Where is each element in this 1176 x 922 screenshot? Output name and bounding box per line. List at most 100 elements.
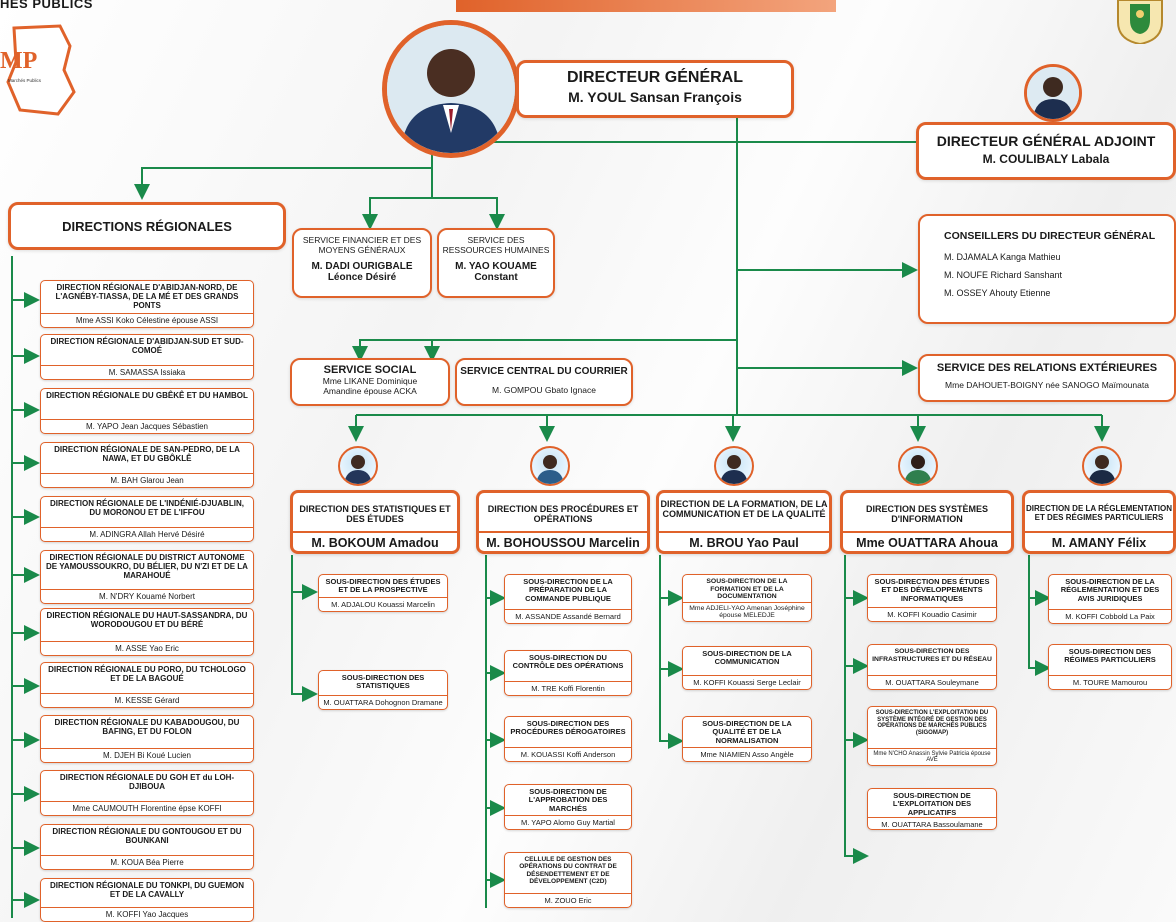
service-social-box: SERVICE SOCIAL Mme LIKANE Dominique Aman… xyxy=(290,358,450,406)
regional-direction-title: DIRECTION RÉGIONALE DU GOH ET du LOH-DJI… xyxy=(59,773,235,791)
service-relations-box: SERVICE DES RELATIONS EXTÉRIEURES Mme DA… xyxy=(918,354,1176,402)
dg-name: M. YOUL Sansan François xyxy=(568,89,742,105)
regional-direction-title: DIRECTION RÉGIONALE DE L'INDÉNIÉ-DJUABLI… xyxy=(50,499,244,517)
service-relations-name: Mme DAHOUET-BOIGNY née SANOGO Maïmounata xyxy=(945,380,1149,390)
regional-direction-head: M. ASSE Yao Eric xyxy=(41,641,253,655)
logo-subtext: Marchés Publics xyxy=(8,78,42,83)
regional-direction-item: DIRECTION RÉGIONALE D'ABIDJAN-SUD ET SUD… xyxy=(40,334,254,380)
regional-direction-head: Mme ASSI Koko Célestine épouse ASSI xyxy=(41,313,253,327)
service-rh-name-2: Constant xyxy=(474,272,518,284)
regional-direction-title: DIRECTION RÉGIONALE DU TONKPI, DU GUEMON… xyxy=(49,881,245,899)
dg-box: DIRECTEUR GÉNÉRAL M. YOUL Sansan Françoi… xyxy=(516,60,794,118)
conseillers-title: CONSEILLERS DU DIRECTEUR GÉNÉRAL xyxy=(944,230,1156,242)
service-financier-name-2: Léonce Désiré xyxy=(327,272,397,284)
regional-direction-head: M. SAMASSA Issiaka xyxy=(41,365,253,379)
direction-head: M. AMANY Félix xyxy=(1025,531,1173,553)
person-icon xyxy=(720,455,748,484)
regional-direction-item: DIRECTION RÉGIONALE DU PORO, DU TCHOLOGO… xyxy=(40,662,254,708)
regional-direction-title: DIRECTION RÉGIONALE D'ABIDJAN-SUD ET SUD… xyxy=(50,337,244,355)
regional-direction-head: M. KOFFI Yao Jacques xyxy=(41,907,253,921)
regional-direction-head: M. YAPO Jean Jacques Sébastien xyxy=(41,419,253,433)
dga-box: DIRECTEUR GÉNÉRAL ADJOINT M. COULIBALY L… xyxy=(916,122,1176,180)
regional-direction-item: DIRECTION RÉGIONALE D'ABIDJAN-NORD, DE L… xyxy=(40,280,254,328)
direction-reglementation-box: DIRECTION DE LA RÉGLEMENTATION ET DES RÉ… xyxy=(1022,490,1176,554)
logo-text: MP xyxy=(0,48,38,74)
sub-direction-title: CELLULE DE GESTION DES OPÉRATIONS DU CON… xyxy=(519,856,617,885)
sub-direction-item: SOUS-DIRECTION DES STATISTIQUES M. OUATT… xyxy=(318,670,448,710)
person-icon xyxy=(387,25,515,153)
direction-title: DIRECTION DE LA FORMATION, DE LA COMMUNI… xyxy=(660,499,828,520)
country-map-icon xyxy=(6,24,76,116)
sub-direction-title: SOUS-DIRECTION DES PROCÉDURES DÉROGATOIR… xyxy=(510,719,626,737)
sub-direction-item: SOUS-DIRECTION DES ÉTUDES ET DE LA PROSP… xyxy=(318,574,448,612)
director-2-avatar xyxy=(530,446,570,486)
regional-direction-title: DIRECTION RÉGIONALE DU GONTOUGOU ET DU B… xyxy=(52,827,242,845)
sub-direction-head: M. OUATTARA Souleymane xyxy=(868,675,996,689)
sub-direction-item: SOUS-DIRECTION DE LA QUALITÉ ET DE LA NO… xyxy=(682,716,812,762)
direction-title: DIRECTION DES STATISTIQUES ET DES ÉTUDES xyxy=(299,504,451,525)
service-financier-box: SERVICE FINANCIER ET DES MOYENS GÉNÉRAUX… xyxy=(292,228,432,298)
header-org-fragment: HES PUBLICS xyxy=(0,0,93,11)
directions-regionales-title: DIRECTIONS RÉGIONALES xyxy=(62,219,232,234)
regional-direction-item: DIRECTION RÉGIONALE DE SAN-PEDRO, DE LA … xyxy=(40,442,254,488)
regional-direction-item: DIRECTION RÉGIONALE DU TONKPI, DU GUEMON… xyxy=(40,878,254,922)
sub-direction-head: M. KOFFI Kouassi Serge Leclair xyxy=(683,675,811,689)
director-1-avatar xyxy=(338,446,378,486)
director-5-avatar xyxy=(1082,446,1122,486)
sub-direction-head: M. OUATTARA Bassoulamane xyxy=(868,817,996,831)
regional-direction-item: DIRECTION RÉGIONALE DU DISTRICT AUTONOME… xyxy=(40,550,254,604)
sub-direction-title: SOUS-DIRECTION DE L'APPROBATION DES MARC… xyxy=(528,787,608,813)
service-social-title: SERVICE SOCIAL xyxy=(323,364,417,376)
regional-direction-item: DIRECTION RÉGIONALE DU GONTOUGOU ET DU B… xyxy=(40,824,254,870)
director-4-avatar xyxy=(898,446,938,486)
service-rh-title: SERVICE DES RESSOURCES HUMAINES xyxy=(442,235,550,256)
coat-of-arms-icon xyxy=(1112,0,1168,46)
sub-direction-title: SOUS-DIRECTION DES STATISTIQUES xyxy=(341,673,425,691)
sub-direction-title: SOUS-DIRECTION DES RÉGIMES PARTICULIERS xyxy=(1064,647,1156,665)
sub-direction-title: SOUS-DIRECTION DES INFRASTRUCTURES ET DU… xyxy=(872,648,992,663)
regional-direction-head: M. KOUA Béa Pierre xyxy=(41,855,253,869)
sub-direction-item: SOUS-DIRECTION DES PROCÉDURES DÉROGATOIR… xyxy=(504,716,632,762)
service-financier-title: SERVICE FINANCIER ET DES MOYENS GÉNÉRAUX xyxy=(302,235,422,256)
regional-direction-title: DIRECTION RÉGIONALE D'ABIDJAN-NORD, DE L… xyxy=(55,283,239,310)
sub-direction-title: SOUS-DIRECTION DE LA COMMUNICATION xyxy=(702,649,792,667)
conseiller-item: M. OSSEY Ahouty Etienne xyxy=(944,288,1051,298)
direction-statistiques-box: DIRECTION DES STATISTIQUES ET DES ÉTUDES… xyxy=(290,490,460,554)
sub-direction-item: SOUS-DIRECTION DE LA RÉGLEMENTATION ET D… xyxy=(1048,574,1172,624)
sub-direction-head: M. ADJALOU Kouassi Marcelin xyxy=(319,597,447,611)
direction-title: DIRECTION DES SYSTÈMES D'INFORMATION xyxy=(865,504,989,525)
dg-title: DIRECTEUR GÉNÉRAL xyxy=(566,69,743,86)
direction-head: Mme OUATTARA Ahoua xyxy=(843,531,1011,553)
service-social-name-2: Amandine épouse ACKA xyxy=(323,386,417,396)
service-relations-title: SERVICE DES RELATIONS EXTÉRIEURES xyxy=(936,362,1158,374)
service-social-name-1: Mme LIKANE Dominique xyxy=(322,376,418,386)
sub-direction-head: M. ASSANDE Assandé Bernard xyxy=(505,609,631,623)
direction-procedures-box: DIRECTION DES PROCÉDURES ET OPÉRATIONS M… xyxy=(476,490,650,554)
sub-direction-title: SOUS-DIRECTION DE LA PRÉPARATION DE LA C… xyxy=(523,577,613,603)
regional-direction-item: DIRECTION RÉGIONALE DU HAUT-SASSANDRA, D… xyxy=(40,608,254,656)
sub-direction-head: M. KOUASSI Koffi Anderson xyxy=(505,747,631,761)
direction-formation-box: DIRECTION DE LA FORMATION, DE LA COMMUNI… xyxy=(656,490,832,554)
regional-direction-item: DIRECTION RÉGIONALE DU KABADOUGOU, DU BA… xyxy=(40,715,254,763)
sub-direction-title: SOUS-DIRECTION DES ÉTUDES ET DES DÉVELOP… xyxy=(874,577,990,603)
directions-regionales-box: DIRECTIONS RÉGIONALES xyxy=(8,202,286,250)
sub-direction-item: SOUS-DIRECTION DE LA FORMATION ET DE LA … xyxy=(682,574,812,622)
sub-direction-item: SOUS-DIRECTION DU CONTRÔLE DES OPÉRATION… xyxy=(504,650,632,696)
direction-title: DIRECTION DE LA RÉGLEMENTATION ET DES RÉ… xyxy=(1025,504,1173,523)
service-rh-name-1: M. YAO KOUAME xyxy=(455,261,537,273)
sub-direction-head: Mme NIAMIEN Asso Angèle xyxy=(683,747,811,761)
sub-direction-item: SOUS-DIRECTION DE L'EXPLOITATION DES APP… xyxy=(867,788,997,830)
regional-direction-head: M. N'DRY Kouamé Norbert xyxy=(41,589,253,603)
regional-direction-head: M. BAH Glarou Jean xyxy=(41,473,253,487)
person-icon xyxy=(344,455,372,484)
sub-direction-title: SOUS-DIRECTION DES ÉTUDES ET DE LA PROSP… xyxy=(325,577,441,595)
dga-portrait xyxy=(1024,64,1082,122)
sub-direction-head: M. KOFFI Kouadio Casimir xyxy=(868,607,996,621)
sub-direction-item: CELLULE DE GESTION DES OPÉRATIONS DU CON… xyxy=(504,852,632,908)
person-icon xyxy=(904,455,932,484)
conseillers-box: CONSEILLERS DU DIRECTEUR GÉNÉRAL M. DJAM… xyxy=(918,214,1176,324)
regional-direction-title: DIRECTION RÉGIONALE DU KABADOUGOU, DU BA… xyxy=(54,718,240,736)
sub-direction-title: SOUS-DIRECTION DE LA FORMATION ET DE LA … xyxy=(706,578,788,601)
regional-direction-head: M. ADINGRA Allah Hervé Désiré xyxy=(41,527,253,541)
